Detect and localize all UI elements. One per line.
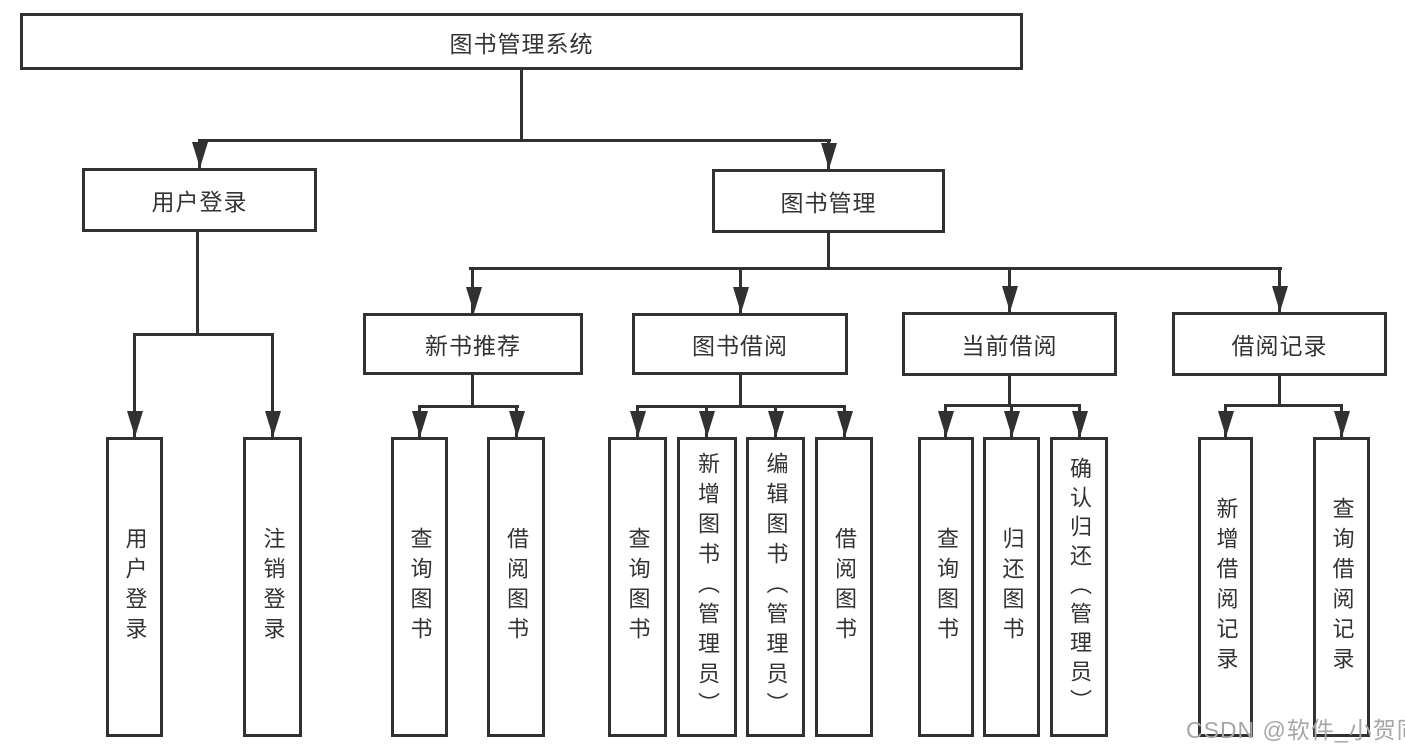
node-br-add: 新增借阅记录	[1198, 437, 1253, 737]
connector-drop-ul-login	[133, 333, 136, 437]
arrow-to-user-login	[192, 142, 208, 168]
arrow-to-bb-edit	[768, 411, 784, 437]
arrow-to-borrow-record	[1272, 286, 1288, 312]
arrow-to-book-borrow	[733, 287, 749, 313]
arrow-to-nb-borrow	[509, 411, 525, 437]
node-book-borrow: 图书借阅	[632, 313, 848, 375]
arrow-to-br-add	[1218, 411, 1234, 437]
arrow-to-new-book	[466, 287, 482, 313]
arrow-to-ul-login	[127, 411, 143, 437]
arrow-to-ul-logout	[265, 411, 281, 437]
connector-user-login-stem	[196, 232, 199, 335]
node-bb-add: 新增图书（管理员）	[677, 437, 737, 737]
connector-drop-ul-logout	[271, 333, 274, 437]
node-nb-borrow: 借阅图书	[487, 437, 545, 737]
connector-book-mgmt-stem	[827, 233, 830, 269]
node-new-book: 新书推荐	[363, 313, 583, 375]
node-br-query: 查询借阅记录	[1313, 437, 1370, 737]
arrow-to-bb-query	[630, 411, 646, 437]
arrow-to-current-borrow	[1002, 286, 1018, 312]
connector-borrow-record-hbar	[1224, 404, 1343, 407]
arrow-to-cb-confirm	[1072, 411, 1088, 437]
node-bb-edit: 编辑图书（管理员）	[746, 437, 805, 737]
node-nb-query: 查询图书	[391, 437, 448, 737]
node-root-system: 图书管理系统	[20, 13, 1023, 70]
node-cb-query: 查询图书	[918, 437, 974, 737]
connector-user-login-hbar	[133, 333, 274, 336]
node-cb-return: 归还图书	[983, 437, 1040, 737]
node-book-mgmt: 图书管理	[712, 169, 945, 233]
node-cb-confirm: 确认归还（管理员）	[1050, 437, 1108, 737]
node-ul-login: 用户登录	[106, 437, 163, 737]
connector-current-borrow-stem	[1008, 376, 1011, 407]
node-bb-borrow: 借阅图书	[815, 437, 873, 737]
node-user-login: 用户登录	[82, 168, 317, 232]
node-current-borrow: 当前借阅	[902, 312, 1117, 376]
arrow-to-cb-query	[938, 411, 954, 437]
arrow-to-book-mgmt	[821, 143, 837, 169]
arrow-to-bb-add	[699, 411, 715, 437]
connector-root-stem	[520, 68, 523, 141]
connector-book-borrow-hbar	[636, 405, 846, 408]
csdn-watermark: CSDN @软件_小贺同学	[1186, 717, 1405, 743]
connector-new-book-hbar	[418, 405, 519, 408]
node-bb-query: 查询图书	[608, 437, 667, 737]
arrow-to-nb-query	[412, 411, 428, 437]
node-ul-logout: 注销登录	[243, 437, 302, 737]
arrow-to-br-query	[1334, 411, 1350, 437]
connector-book-mgmt-hbar	[469, 267, 1282, 270]
node-borrow-record: 借阅记录	[1172, 312, 1387, 376]
connector-borrow-record-stem	[1278, 376, 1281, 407]
connector-root-hbar	[198, 139, 831, 142]
arrow-to-bb-borrow	[837, 411, 853, 437]
connector-new-book-stem	[471, 375, 474, 407]
arrow-to-cb-return	[1004, 411, 1020, 437]
connector-book-borrow-stem	[739, 375, 742, 407]
